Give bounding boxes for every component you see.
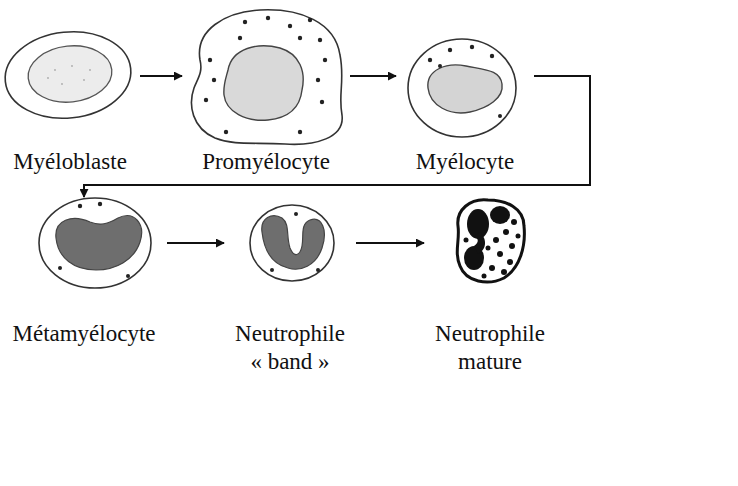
mature-neutrophil-cell <box>457 200 524 282</box>
stage-label: Myéloblaste <box>4 148 136 176</box>
stage-label: Myélocyte <box>400 148 530 176</box>
metamyelocyte-cell <box>39 198 151 288</box>
cell-stage: Promyélocyte <box>186 8 346 176</box>
maturation-arrow <box>84 76 590 197</box>
cell-stage: Neutrophile « band » <box>228 198 352 375</box>
maturation-arrow <box>140 75 182 77</box>
maturation-arrow <box>356 242 424 244</box>
stage-label: Métamyélocyte <box>5 320 163 348</box>
myeloblast-cell <box>1 26 135 125</box>
stage-label: Neutrophile « band » <box>228 320 352 375</box>
band-neutrophil-cell <box>250 205 334 281</box>
cell-stage: Myéloblaste <box>4 8 136 176</box>
maturation-arrow <box>350 75 396 77</box>
myelocyte-cell <box>408 39 516 137</box>
promyelocyte-cell <box>192 10 343 144</box>
stage-label: Promyélocyte <box>186 148 346 176</box>
cell-stage: Métamyélocyte <box>5 198 163 348</box>
maturation-arrow <box>167 242 224 244</box>
cell-stage: Myélocyte <box>400 8 530 176</box>
stage-label: Neutrophile mature <box>428 320 552 375</box>
cell-stage: Neutrophile mature <box>428 198 552 375</box>
